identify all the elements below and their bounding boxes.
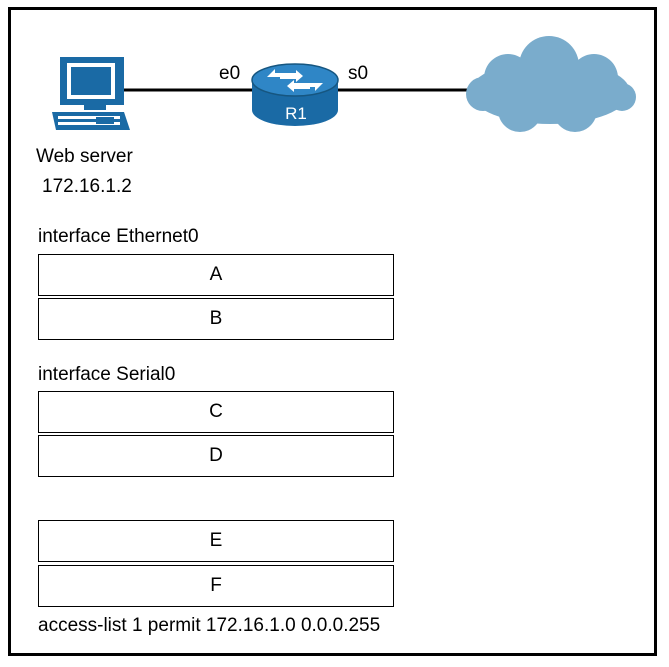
interface-label-e0: e0 xyxy=(219,63,240,84)
config-slot-a[interactable]: A xyxy=(38,254,394,296)
config-slot-b[interactable]: B xyxy=(38,298,394,340)
access-list-statement: access-list 1 permit 172.16.1.0 0.0.0.25… xyxy=(38,615,381,636)
cloud-icon[interactable] xyxy=(466,36,636,132)
computer-icon[interactable] xyxy=(52,57,130,130)
interface-label-s0: s0 xyxy=(348,63,368,84)
config-slot-f[interactable]: F xyxy=(38,565,394,607)
router-icon[interactable] xyxy=(251,63,339,126)
config-slot-c[interactable]: C xyxy=(38,391,394,433)
serial-interface-heading: interface Serial0 xyxy=(38,364,176,385)
router-label: R1 xyxy=(285,104,307,123)
server-ip: 172.16.1.2 xyxy=(42,176,132,197)
config-slot-e[interactable]: E xyxy=(38,520,394,562)
ethernet-interface-heading: interface Ethernet0 xyxy=(38,226,199,247)
config-slot-d[interactable]: D xyxy=(38,435,394,477)
server-name: Web server xyxy=(36,146,133,167)
